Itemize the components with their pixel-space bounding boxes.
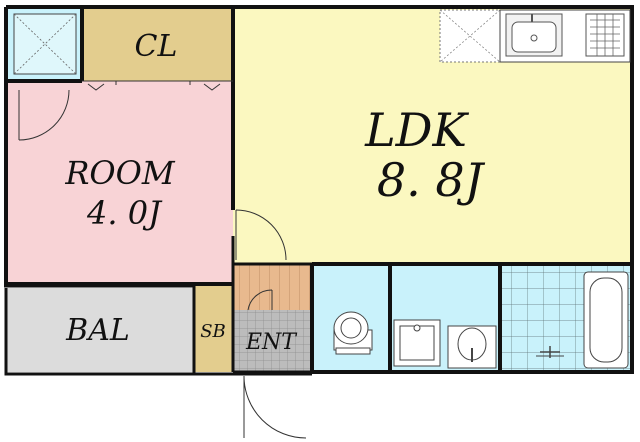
shoe-box-area <box>194 286 232 372</box>
ldk-label: LDK <box>364 103 469 157</box>
wash-basin-icon <box>447 325 497 369</box>
room-size: 4. 0J <box>86 194 163 232</box>
door-swings <box>18 89 307 439</box>
sink-icon <box>505 13 563 57</box>
stove-icon <box>585 13 625 57</box>
entrance-label: ENT <box>245 330 298 355</box>
ldk-size: 8. 8J <box>377 153 486 207</box>
shoe-box-label: SB <box>200 321 226 342</box>
closet-area <box>82 7 233 81</box>
closet-doors <box>82 80 233 91</box>
washer-icon <box>393 319 441 367</box>
toilet-icon <box>333 311 373 355</box>
room-label: ROOM <box>64 154 176 192</box>
room-area <box>6 81 233 284</box>
entrance-area <box>232 310 312 372</box>
closet-label: CL <box>135 29 178 64</box>
storage-cross-icon <box>13 13 77 75</box>
bathtub-icon <box>536 271 629 369</box>
balcony-label: BAL <box>65 313 130 348</box>
walls <box>4 5 634 376</box>
balcony-area <box>6 288 194 372</box>
